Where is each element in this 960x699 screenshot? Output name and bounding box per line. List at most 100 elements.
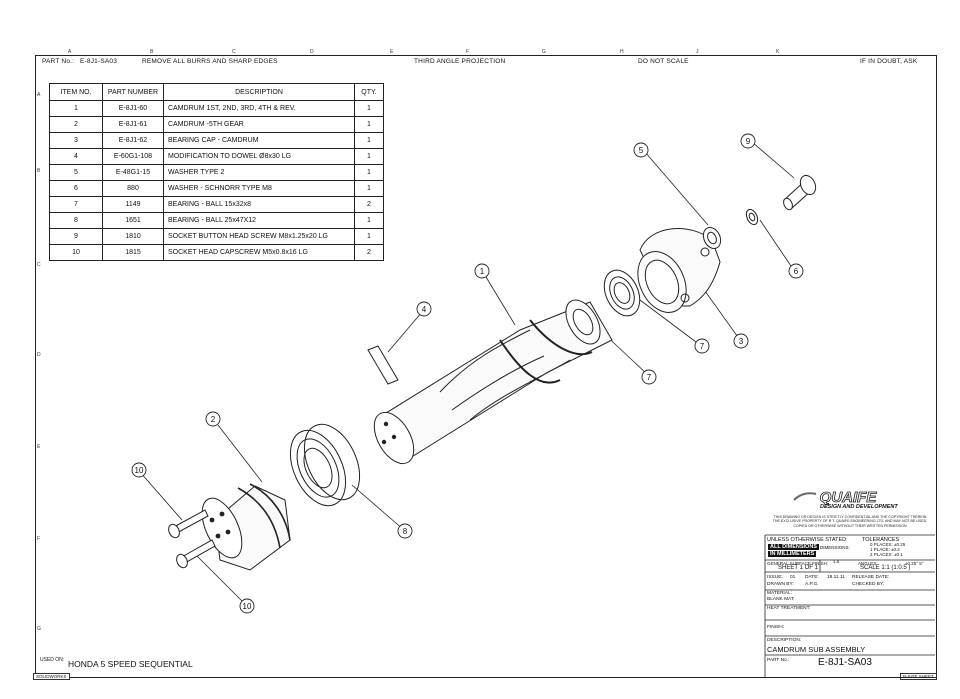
description-value: CAMDRUM SUB ASSEMBLY: [767, 645, 866, 654]
issue-label: ISSUE:: [767, 575, 783, 580]
socket-head-capscrews: [168, 509, 216, 569]
date-label: DATE:: [805, 575, 819, 580]
zone-letter: B: [150, 49, 154, 55]
zone-letter: D: [37, 352, 41, 358]
balloon-2: [205, 411, 221, 427]
logo-text: QUAIFE: [820, 489, 878, 506]
all-dims-line-1: ALL DIMENSIONS: [768, 544, 819, 550]
washer-type-2: [702, 226, 722, 250]
table-row: 10 1815 SOCKET HEAD CAPSCREW M5x0.8x16 L…: [49, 244, 384, 261]
tolerance-0: 0 PLACES: ±0.25: [870, 542, 906, 547]
balloon-label: 5: [639, 146, 644, 155]
solidworks-tag: SOLIDWORKS: [33, 673, 70, 680]
balloon-3: [733, 333, 749, 349]
balloon-label: 2: [211, 415, 216, 424]
zone-letter: C: [37, 262, 41, 268]
balloon-9: [740, 133, 756, 149]
dimensions-label: DIMENSIONS:: [820, 545, 850, 550]
if-in-doubt-note: IF IN DOUBT, ASK: [860, 58, 918, 65]
table-row: 2 E-8J1-61 CAMDRUM -5TH GEAR 1: [49, 116, 384, 133]
bearing-15x32x8: [603, 269, 641, 317]
tolerance-2: 2 PLACES: ±0.1: [870, 552, 903, 557]
button-head-screw: [783, 174, 817, 211]
balloon-7a: [694, 338, 710, 354]
camdrum-5th-gear: [201, 483, 291, 571]
zone-letter: A: [68, 49, 72, 55]
title-part-no-value: E-8J1-SA03: [818, 657, 872, 668]
bom-item: 10: [49, 244, 103, 261]
blank-mat-label: BLANK MAT:: [767, 597, 795, 602]
balloon-label: 4: [422, 305, 427, 314]
balloon-10b: [239, 598, 255, 614]
balloon-label: 10: [135, 466, 144, 475]
dowel-pin: [367, 345, 399, 385]
drawn-by-label: DRAWN BY:: [767, 582, 794, 587]
part-balloons: [131, 133, 804, 614]
zone-letter: E: [37, 444, 41, 450]
balloon-8: [397, 523, 413, 539]
issue-value: 01: [790, 575, 796, 580]
title-block-lines: [764, 534, 935, 678]
used-on-label: USED ON:: [40, 657, 65, 663]
surface-finish-value: 1.6: [833, 559, 840, 564]
bom-qty: 2: [354, 244, 384, 261]
balloon-4: [416, 301, 432, 317]
burrs-note: REMOVE ALL BURRS AND SHARP EDGES: [142, 58, 278, 65]
balloon-label: 1: [480, 267, 485, 276]
scale-value: SCALE 1:1 (1:0.5 ): [860, 565, 911, 571]
zone-letter: F: [466, 49, 470, 55]
zone-letter: A: [37, 92, 41, 98]
surface-finish-label: GENERAL SURFACE FINISH:: [767, 561, 829, 566]
balloon-label: 9: [746, 137, 751, 146]
heat-treatment-label: HEAT TREATMENT:: [767, 606, 811, 611]
balloon-label: 7: [647, 373, 652, 382]
tolerance-1: 1 PLACE: ±0.2: [870, 547, 900, 552]
copyright-notice: THIS DRAWING OR DESIGN IS STRICTLY CONFI…: [772, 515, 928, 528]
description-label: DESCRIPTION:: [767, 638, 802, 643]
zone-letter: G: [37, 626, 41, 632]
balloon-label: 3: [739, 337, 744, 346]
drawn-by-value: A.P.G.: [805, 582, 819, 587]
do-not-scale-note: DO NOT SCALE: [638, 58, 689, 65]
zone-letter: J: [696, 49, 699, 55]
balloon-label: 7: [700, 342, 705, 351]
drawing-frame: [35, 55, 937, 678]
projection-note: THIRD ANGLE PROJECTION: [414, 58, 506, 65]
table-row: 6 880 WASHER - SCHNORR TYPE M8 1: [49, 180, 384, 197]
table-row: 9 1810 SOCKET BUTTON HEAD SCREW M8x1.25x…: [49, 228, 384, 245]
bill-of-materials-table: ITEM NO. PART NUMBER DESCRIPTION QTY. 1 …: [49, 83, 384, 261]
zone-letter: C: [232, 49, 236, 55]
finish-label: FINISH:: [767, 625, 785, 630]
table-row: 4 E-60G1-108 MODIFICATION TO DOWEL Ø8x30…: [49, 148, 384, 165]
zone-letter: E: [390, 49, 394, 55]
balloon-10a: [131, 462, 147, 478]
angles-value: ±0.25° 5°: [905, 561, 924, 566]
bearing-cap: [637, 228, 721, 313]
release-date-label: RELEASE DATE:: [852, 575, 890, 580]
balloon-labels: 1 2 3 4 5 6 7 7 8 9 10 10: [135, 137, 799, 611]
balloon-label: 10: [243, 602, 252, 611]
balloon-label: 6: [794, 267, 799, 276]
part-no-value: E-8J1-SA03: [80, 58, 118, 65]
angles-label: ANGLES:: [858, 561, 878, 566]
table-row: 3 E-8J1-62 BEARING CAP - CAMDRUM 1: [49, 132, 384, 149]
bearing-25x47x12: [289, 423, 361, 507]
part-no-label: PART No.:: [42, 58, 75, 65]
date-value: 18.11.11: [827, 575, 845, 580]
quaife-logo: QUAIFE: [793, 489, 878, 506]
all-dims-line-2: IN MILLIMETERS: [768, 551, 817, 557]
balloon-5: [633, 142, 649, 158]
zone-letter: K: [776, 49, 780, 55]
title-part-no-label: PART No.:: [767, 658, 790, 663]
table-row: 1 E-8J1-60 CAMDRUM 1ST, 2ND, 3RD, 4TH & …: [49, 100, 384, 117]
washer-schnorr: [745, 208, 759, 226]
camdrum-main: [373, 299, 613, 465]
used-on-value: HONDA 5 SPEED SEQUENTIAL: [68, 659, 193, 669]
unless-stated: UNLESS OTHERWISE STATED:: [767, 537, 848, 543]
balloon-7b: [641, 369, 657, 385]
balloon-1: [474, 263, 490, 279]
brand-tagline: DESIGN AND DEVELOPMENT: [820, 504, 898, 510]
zone-letter: H: [620, 49, 624, 55]
